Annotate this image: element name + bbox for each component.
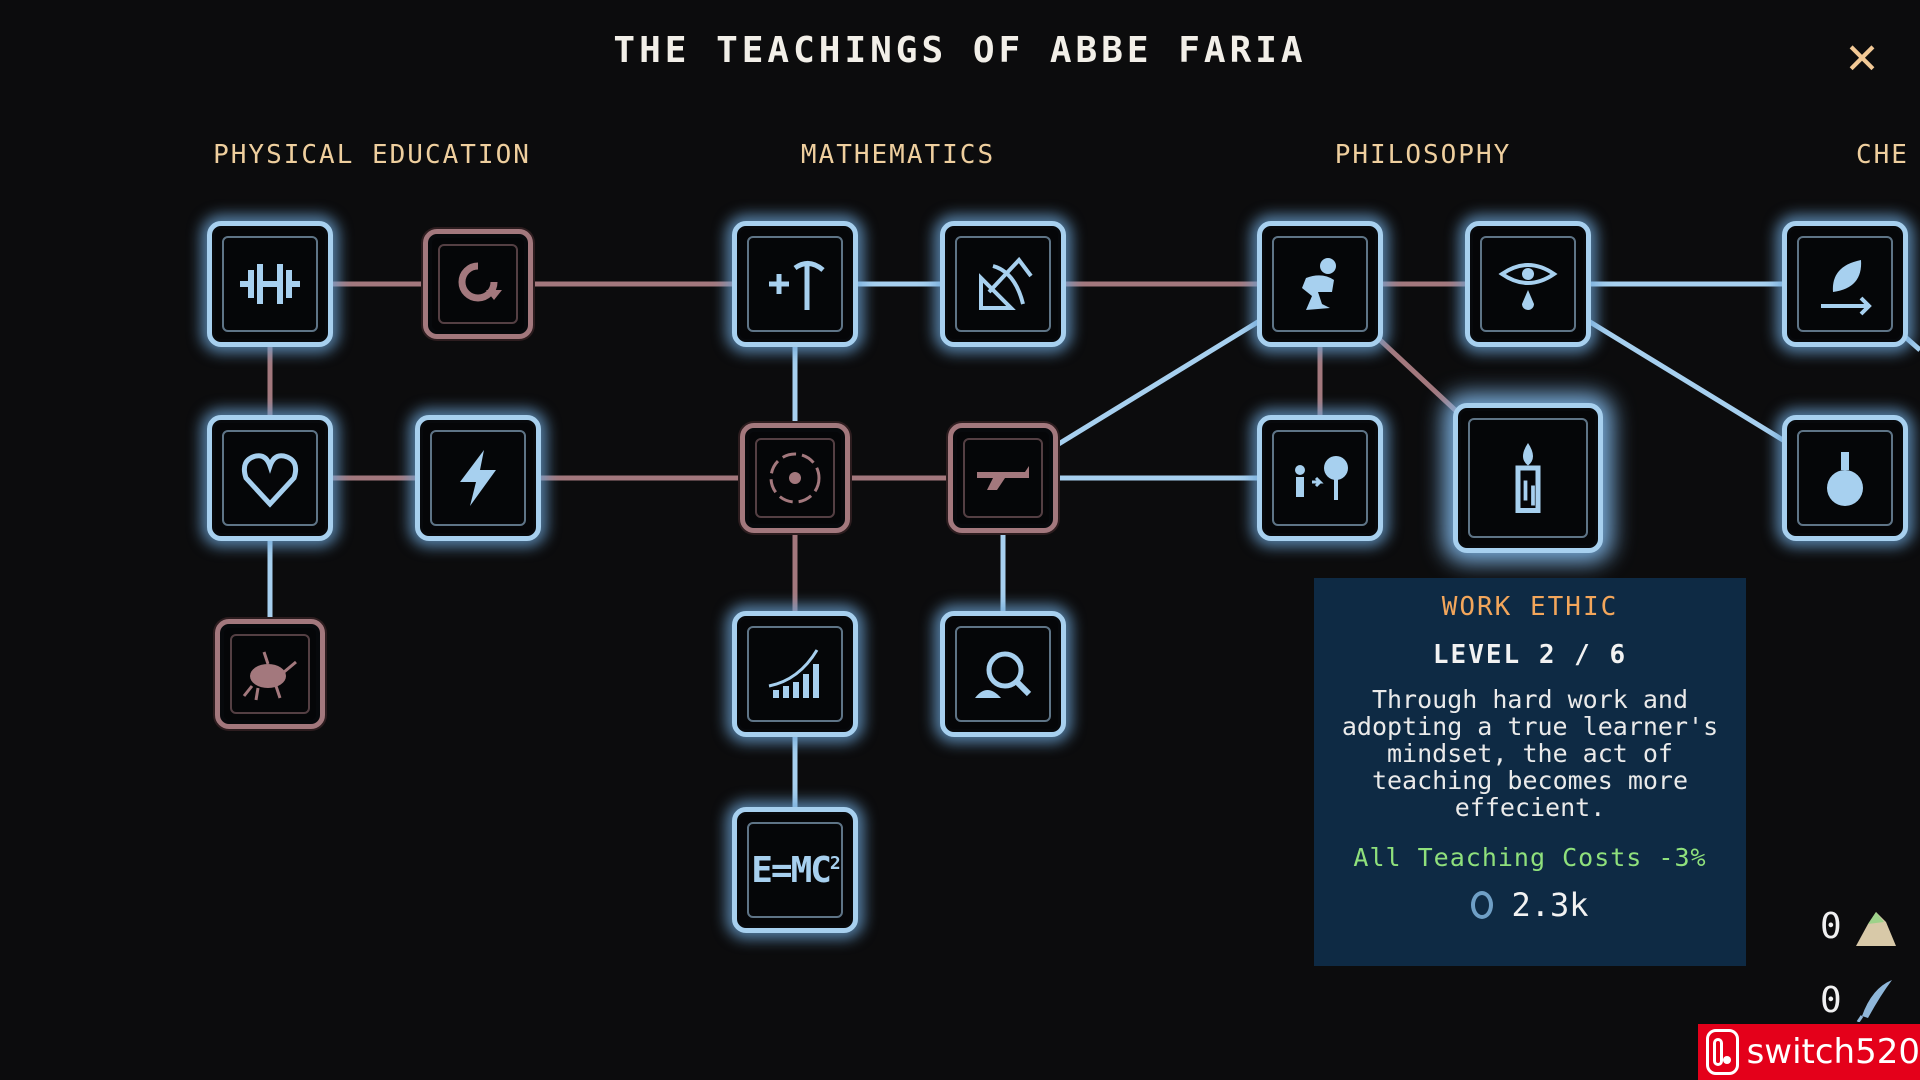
magnifier-icon: [975, 651, 1032, 698]
thinker-icon: [1302, 258, 1336, 310]
resource-counter-pile: 0: [1820, 904, 1900, 948]
flask-icon: [1827, 452, 1863, 506]
skill-node-chemistry[interactable]: [1782, 415, 1908, 541]
cockroach-icon: [242, 651, 297, 701]
watermark-text: switch520: [1746, 1032, 1920, 1072]
tooltip-skill-name: WORK ETHIC: [1441, 592, 1619, 622]
category-physical-education: PHYSICAL EDUCATION: [213, 140, 531, 170]
heart-icon: [241, 453, 299, 508]
skill-node-strength[interactable]: [207, 221, 333, 347]
resource-counter-feather: 0: [1820, 978, 1900, 1022]
skill-node-ballistics[interactable]: [948, 423, 1058, 533]
skill-node-mentoring[interactable]: [1257, 415, 1383, 541]
compass-icon: [979, 256, 1033, 310]
emc2-text: E=MC: [751, 849, 832, 891]
tooltip-level: LEVEL 2 / 6: [1432, 640, 1628, 670]
eye-tear-icon: [1498, 263, 1558, 310]
category-chemistry: CHE: [1856, 140, 1909, 170]
resource-pile-value: 0: [1820, 905, 1842, 947]
category-philosophy: PHILOSOPHY: [1334, 140, 1512, 170]
switch-logo-icon: [1706, 1029, 1739, 1075]
skill-node-heart[interactable]: [207, 415, 333, 541]
lightning-icon: [460, 450, 496, 506]
skill-node-energy[interactable]: [415, 415, 541, 541]
category-mathematics: MATHEMATICS: [800, 140, 996, 170]
flintlock-icon: [977, 466, 1029, 490]
growth-chart-icon: [768, 649, 819, 698]
resource-feather-value: 0: [1820, 979, 1842, 1021]
target-icon: [769, 452, 821, 504]
tooltip-cost: 2.3k: [1328, 886, 1732, 924]
dumbbell-icon: [240, 264, 300, 304]
skill-node-work-ethic[interactable]: [1453, 403, 1603, 553]
tree-growth-icon: [1295, 456, 1348, 500]
skill-node-research[interactable]: [940, 611, 1066, 737]
close-icon[interactable]: ✕: [1846, 26, 1878, 86]
skill-tooltip: WORK ETHIC LEVEL 2 / 6 Through hard work…: [1314, 578, 1746, 966]
pickaxe-plus-icon: [769, 261, 825, 310]
skill-node-geometry[interactable]: [940, 221, 1066, 347]
skill-node-refresh[interactable]: [423, 229, 533, 339]
skill-node-botany[interactable]: [1782, 221, 1908, 347]
skill-node-empathy[interactable]: [1465, 221, 1591, 347]
emc2-exponent: 2: [829, 852, 841, 874]
leaf-arrow-icon: [1821, 260, 1872, 316]
skill-node-relativity[interactable]: E=MC2: [732, 807, 858, 933]
pile-icon: [1855, 912, 1896, 946]
skill-node-statistics[interactable]: [732, 611, 858, 737]
skill-node-survival[interactable]: [215, 619, 325, 729]
refresh-icon: [458, 262, 502, 302]
tooltip-effect: All Teaching Costs -3%: [1353, 843, 1707, 872]
feather-icon: [1856, 980, 1892, 1022]
skill-node-addition[interactable]: [732, 221, 858, 347]
skill-node-thinker[interactable]: [1257, 221, 1383, 347]
candle-icon: [1515, 443, 1541, 513]
page-title: THE TEACHINGS OF ABBE FARIA: [613, 30, 1307, 71]
coin-icon: [1471, 891, 1494, 919]
skill-node-focus[interactable]: [740, 423, 850, 533]
emc2-icon: E=MC2: [751, 849, 841, 891]
watermark-badge: switch520: [1698, 1024, 1920, 1080]
tooltip-cost-value: 2.3k: [1511, 886, 1589, 924]
tooltip-description: Through hard work and adopting a true le…: [1341, 685, 1719, 822]
